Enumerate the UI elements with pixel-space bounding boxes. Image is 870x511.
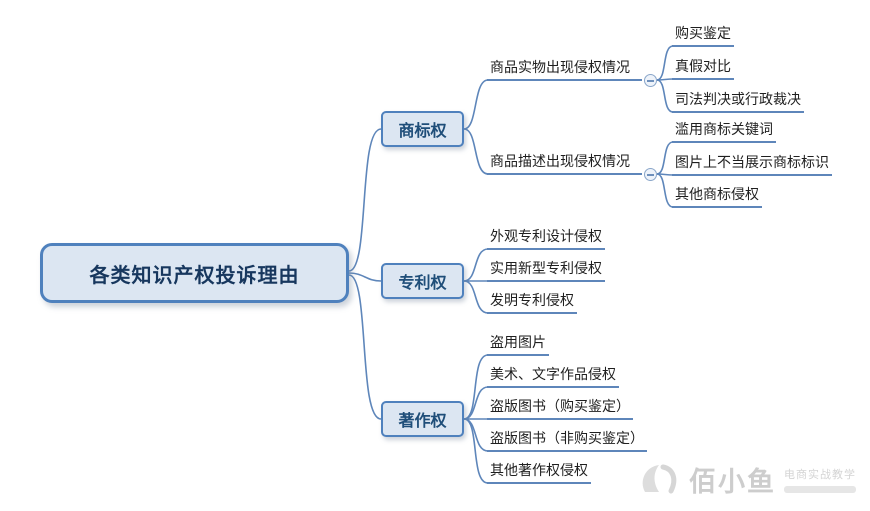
- topic-utility-patent[interactable]: 实用新型专利侵权: [487, 260, 605, 282]
- connector: [463, 128, 489, 175]
- collapse-icon[interactable]: [644, 74, 657, 87]
- branch-patent[interactable]: 专利权: [381, 263, 464, 299]
- topic-invention-patent[interactable]: 发明专利侵权: [487, 292, 577, 314]
- connector: [463, 354, 489, 420]
- topic-design-patent[interactable]: 外观专利设计侵权: [487, 228, 605, 250]
- minus-glyph: [647, 79, 654, 82]
- fish-logo-icon: [642, 464, 677, 494]
- connector: [463, 280, 489, 314]
- topic-other-trademark[interactable]: 其他商标侵权: [672, 186, 762, 208]
- connector: [463, 418, 489, 452]
- connector: [656, 141, 674, 175]
- connector: [348, 274, 382, 420]
- watermark: 佰小鱼 电商实战教学: [637, 459, 856, 499]
- topic-purchase-authentication[interactable]: 购买鉴定: [672, 25, 734, 47]
- topic-improper-logo-display[interactable]: 图片上不当展示商标标识: [672, 154, 832, 176]
- connector: [463, 386, 489, 420]
- topic-art-text-works[interactable]: 美术、文字作品侵权: [487, 366, 619, 388]
- connector: [656, 173, 674, 176]
- branch-copyright[interactable]: 著作权: [381, 401, 464, 437]
- topic-goods-infringement[interactable]: 商品实物出现侵权情况: [487, 59, 642, 81]
- topic-other-copyright[interactable]: 其他著作权侵权: [487, 462, 591, 484]
- connector: [348, 128, 382, 272]
- watermark-brand: 佰小鱼: [689, 466, 776, 497]
- minus-glyph: [647, 173, 654, 176]
- topic-keyword-abuse[interactable]: 滥用商标关键词: [672, 121, 776, 143]
- watermark-tagline: 电商实战教学: [784, 468, 856, 481]
- connector: [348, 272, 382, 282]
- topic-real-fake-comparison[interactable]: 真假对比: [672, 58, 734, 80]
- topic-judicial-ruling[interactable]: 司法判决或行政裁决: [672, 91, 804, 113]
- topic-description-infringement[interactable]: 商品描述出现侵权情况: [487, 153, 642, 175]
- connector: [463, 418, 489, 484]
- connector: [656, 78, 674, 81]
- connector: [656, 45, 674, 81]
- connector: [463, 79, 489, 130]
- watermark-url-blur: [784, 485, 856, 493]
- root-topic[interactable]: 各类知识产权投诉理由: [40, 243, 349, 303]
- topic-pirated-books-purchase[interactable]: 盗版图书（购买鉴定）: [487, 398, 633, 420]
- topic-stolen-images[interactable]: 盗用图片: [487, 334, 549, 356]
- connector: [656, 173, 674, 208]
- topic-pirated-books-nonpurchase[interactable]: 盗版图书（非购买鉴定）: [487, 430, 647, 452]
- connector: [463, 248, 489, 282]
- branch-trademark[interactable]: 商标权: [381, 111, 464, 147]
- collapse-icon[interactable]: [644, 168, 657, 181]
- connector: [656, 79, 674, 113]
